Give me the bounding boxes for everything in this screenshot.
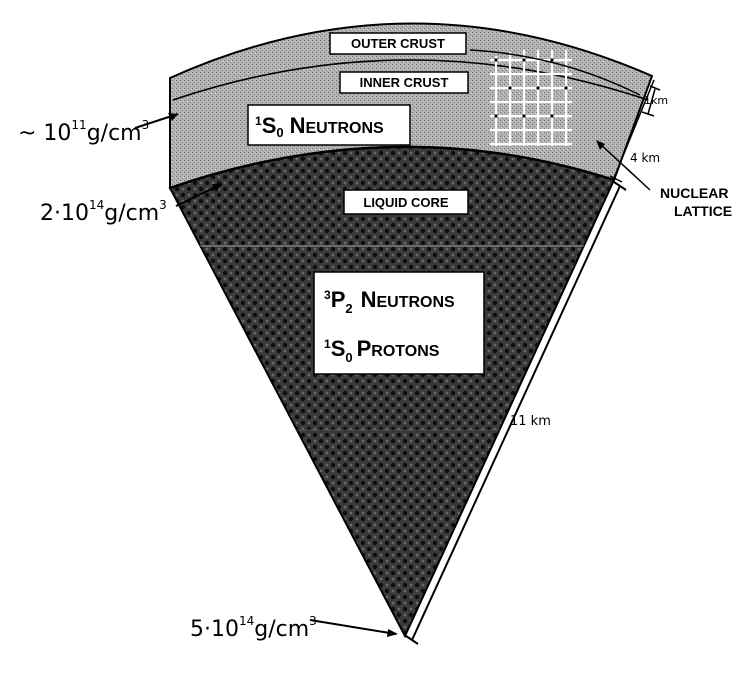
density-center-label: 5·1014g/cm3 [190,614,317,642]
density-center: 5·1014g/cm3 [190,614,398,642]
inner-crust-label: INNER CRUST [360,75,449,90]
crust-thickness-dimension [609,79,655,183]
nuclear-lattice-label-line1: NUCLEAR [660,185,728,201]
liquid-core-label: LIQUID CORE [363,195,449,210]
outer-crust-thickness-label: 1km [644,94,668,107]
lattice-nuclei [494,58,568,118]
nuclear-lattice-grid [490,50,572,146]
core-radius-dimension [405,181,627,645]
nuclear-lattice-callout: NUCLEAR LATTICE [596,140,732,219]
nuclear-lattice-label-line2: LATTICE [674,203,732,219]
density-crust-base: ~ 1011g/cm3 [18,113,179,146]
core-radius-label: 11 km [510,414,551,429]
density-crust-base-label: ~ 1011g/cm3 [18,118,149,146]
outer-crust-label-box: OUTER CRUST [329,32,467,55]
core-region [168,145,616,639]
outer-crust-label: OUTER CRUST [351,36,445,51]
inner-crust-label-box: INNER CRUST [339,71,469,94]
outer-inner-crust-boundary [172,59,649,101]
density-core-boundary: 2·1014g/cm3 [40,183,223,226]
crust-thickness-label: 4 km [630,151,660,165]
density-core-boundary-label: 2·1014g/cm3 [40,198,167,226]
lattice-leader-lines [469,49,641,96]
liquid-core-label-box: LIQUID CORE [343,189,469,215]
crust-core-boundary [169,145,615,190]
